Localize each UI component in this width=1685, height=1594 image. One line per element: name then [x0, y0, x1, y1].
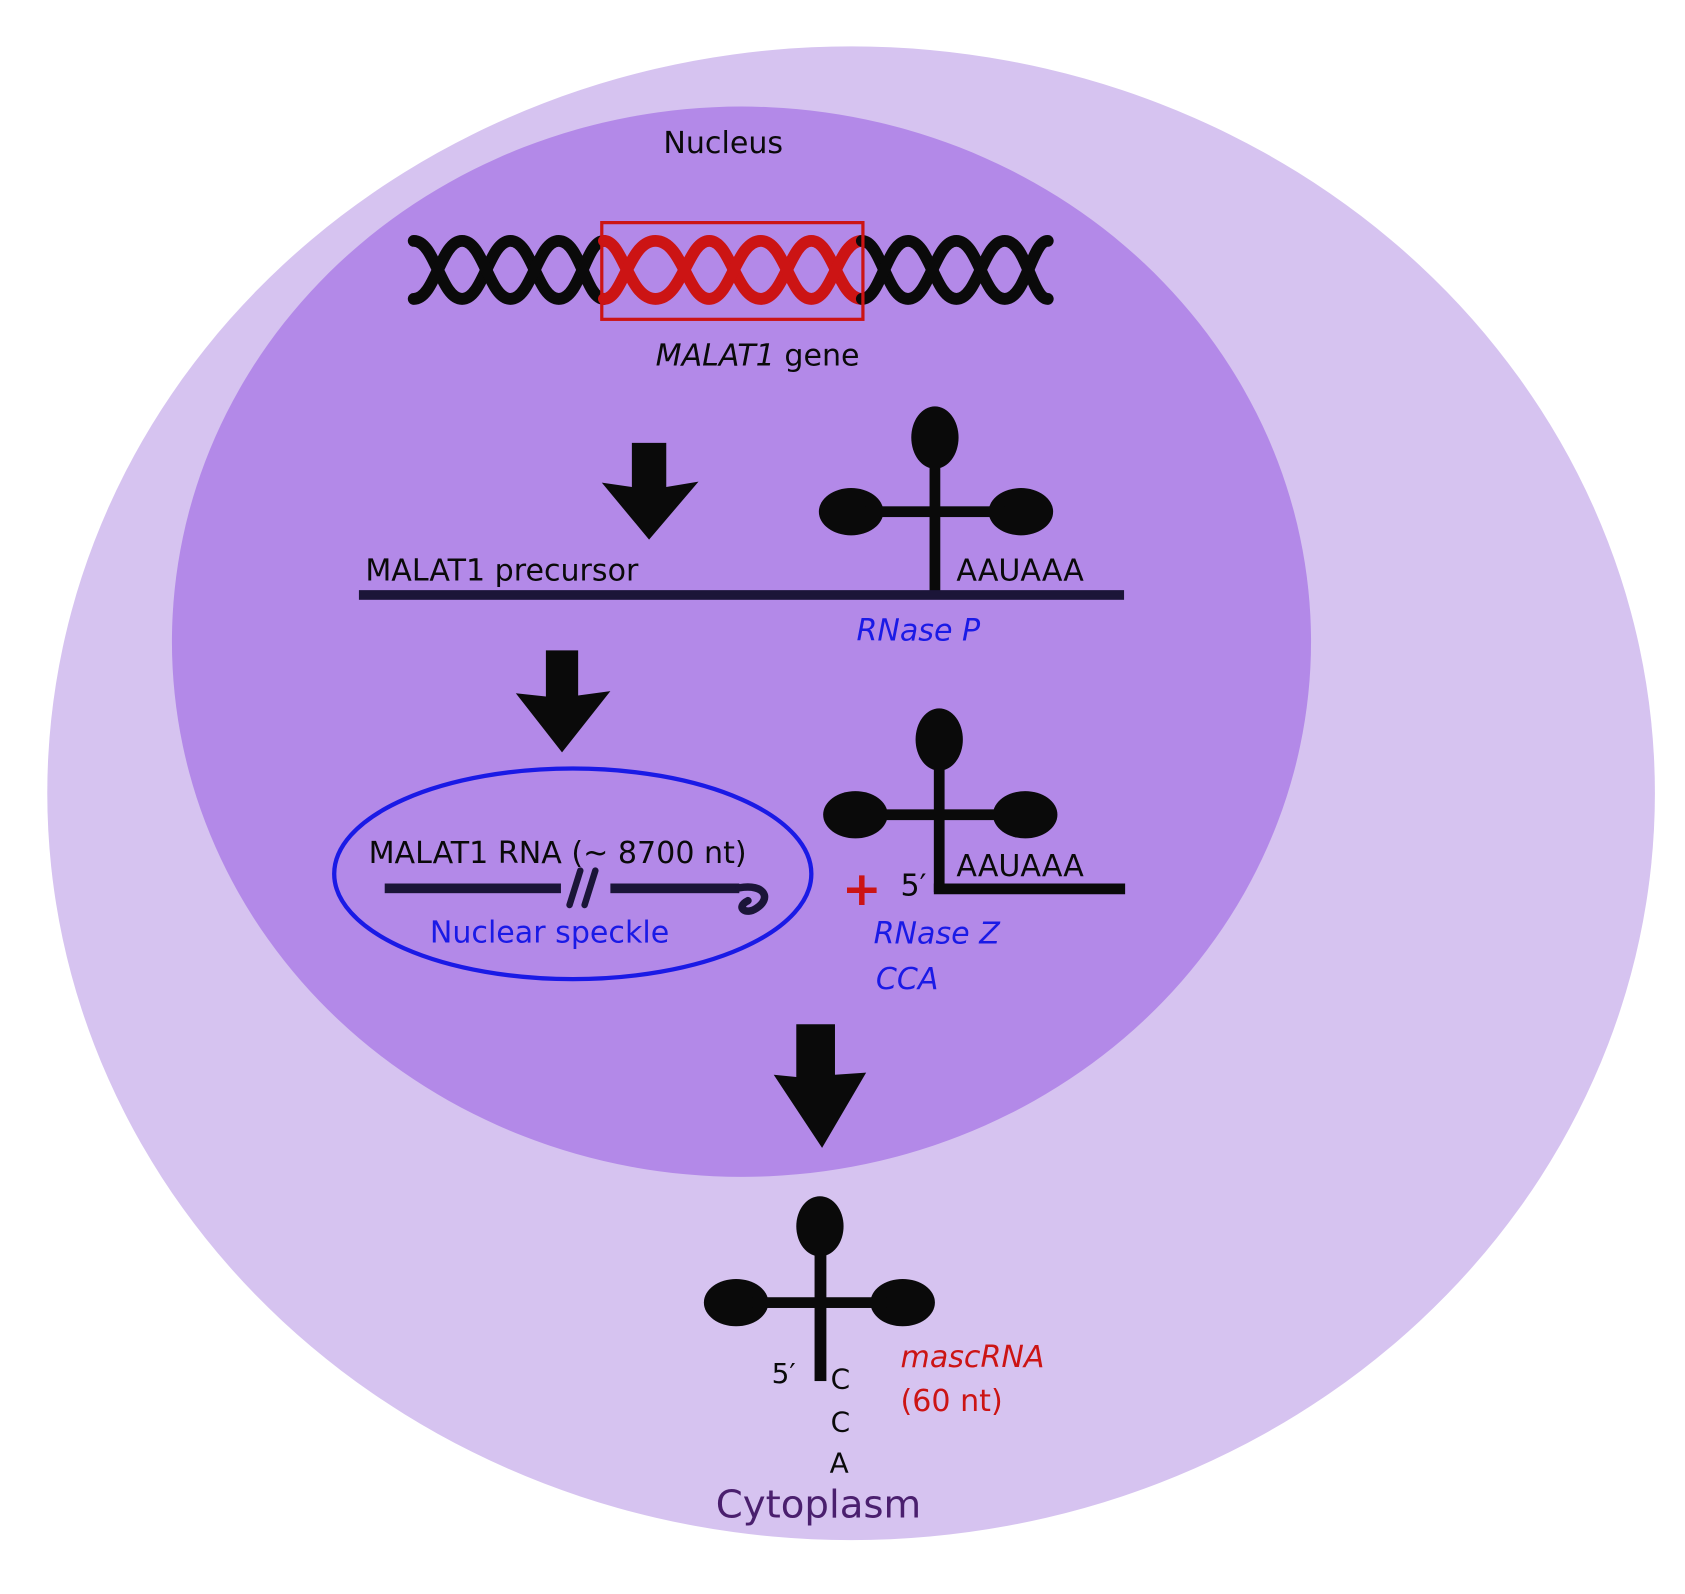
cytoplasm-label: Cytoplasm [716, 1483, 922, 1528]
cca-tail-nucleotide-1: C [831, 1363, 851, 1396]
cca-tail-nucleotide-2: C [831, 1406, 851, 1439]
gene-label-suffix: gene [775, 339, 860, 374]
cleaved-3prime-fragment [933, 883, 1126, 895]
precursor-rna-line [358, 590, 1125, 600]
rnase-p-label: RNase P [856, 614, 981, 649]
nuclear-speckle-label: Nuclear speckle [430, 916, 669, 951]
arrow-down-icon [515, 650, 611, 753]
cca-enzyme-label: CCA [876, 962, 939, 997]
dna-strand-malat1 [598, 234, 868, 305]
arrow-down-icon [773, 1024, 867, 1148]
trna-like-structure-2 [823, 708, 1126, 895]
malat1-rna-strand [384, 867, 769, 915]
malat1-gene-highlight-box [600, 221, 865, 321]
nucleus-label: Nucleus [663, 126, 783, 161]
dna-strand-right [855, 234, 1054, 305]
polya-signal-1: AAUAAA [956, 553, 1084, 588]
trna-like-structure-1 [818, 406, 1054, 594]
five-prime-label-2: 5′ [772, 1357, 796, 1390]
cca-tail-nucleotide-3: A [830, 1446, 849, 1479]
nuclear-speckle-outline [332, 766, 814, 982]
arrow-down-icon [601, 442, 699, 540]
mascrna-length-label: (60 nt) [901, 1384, 1003, 1419]
five-prime-label-1: 5′ [901, 868, 927, 903]
gene-label: MALAT1 gene [656, 339, 860, 374]
mascrna-structure [703, 1196, 935, 1382]
dna-strand-left [407, 234, 610, 305]
dna-helix [407, 234, 1054, 305]
nucleus [171, 106, 1312, 1177]
rnase-z-label: RNase Z [874, 917, 1002, 952]
polya-signal-2: AAUAAA [956, 849, 1084, 884]
malat1-rna-label: MALAT1 RNA (~ 8700 nt) [369, 836, 747, 871]
gene-label-italic: MALAT1 [656, 339, 775, 374]
precursor-label: MALAT1 precursor [365, 553, 639, 588]
plus-sign: + [842, 862, 882, 917]
mascrna-label: mascRNA [901, 1340, 1045, 1375]
